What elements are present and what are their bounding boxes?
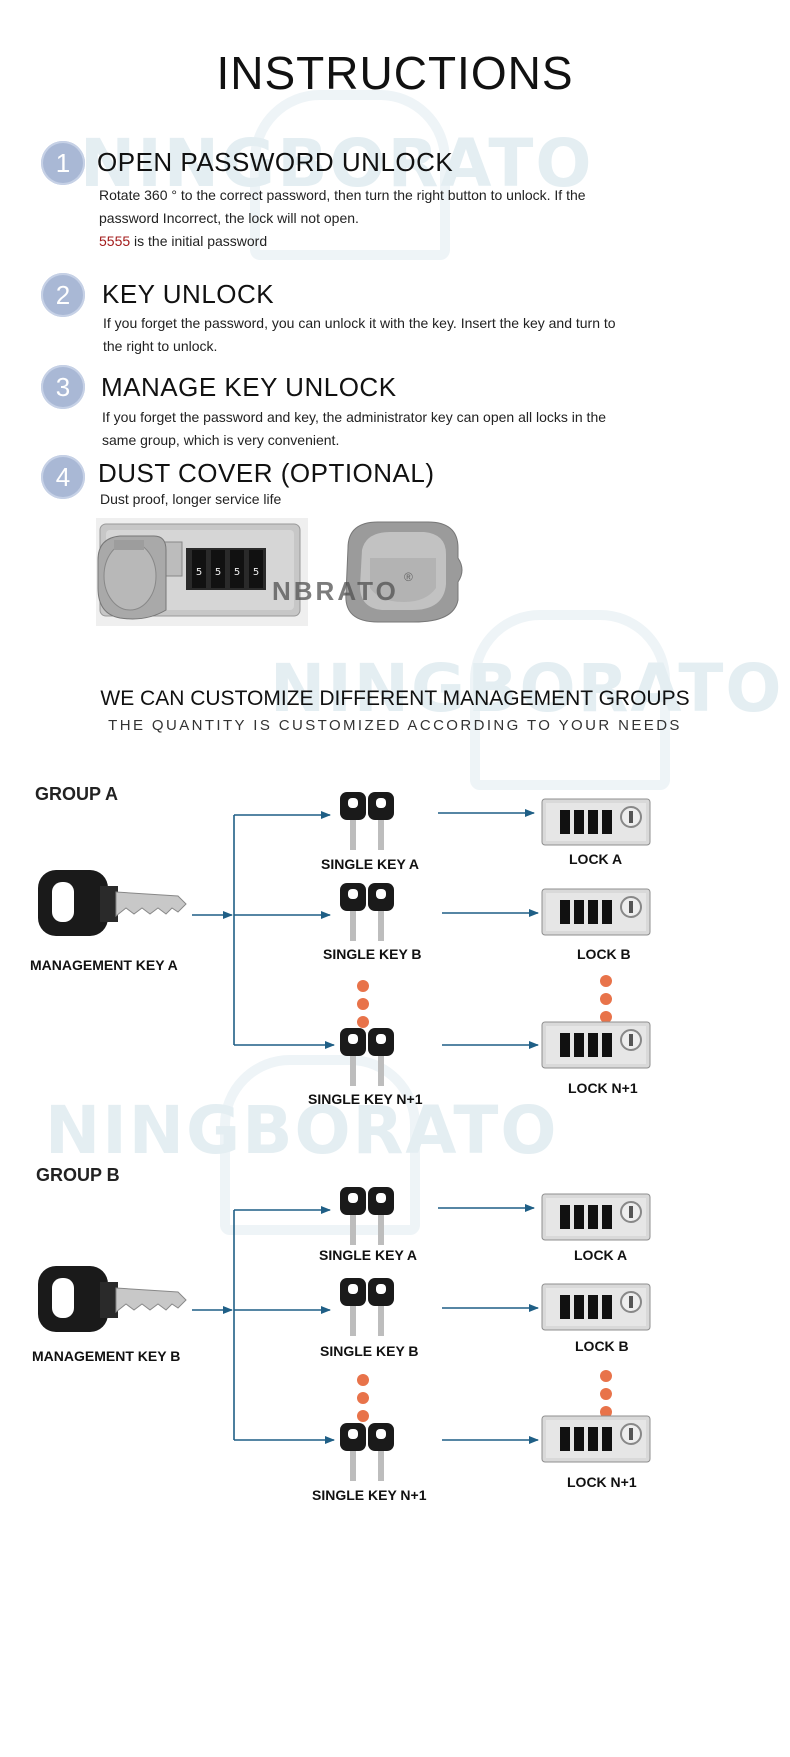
step-description: Rotate 360 ° to the correct password, th… (99, 187, 586, 226)
step-text-3: If you forget the password and key, the … (102, 409, 607, 448)
group-b-title: GROUP B (36, 1165, 120, 1185)
dial-digit: 5 (215, 567, 221, 578)
single-key-label: SINGLE KEY A (321, 856, 420, 872)
dial-digit: 5 (253, 567, 259, 578)
lock-label: LOCK B (575, 1338, 629, 1354)
key-pair-icon (340, 1423, 394, 1481)
step-text-4: Dust proof, longer service life (100, 491, 282, 507)
groups-heading: WE CAN CUSTOMIZE DIFFERENT MANAGEMENT GR… (100, 687, 690, 710)
management-key-a-label: MANAGEMENT KEY A (30, 957, 178, 973)
step-text-2: If you forget the password, you can unlo… (103, 315, 616, 354)
step-title-2: KEY UNLOCK (102, 279, 275, 309)
watermark-lock-shape (220, 1055, 420, 1235)
dial-digit: 5 (196, 567, 202, 578)
step-number-1: 1 (41, 141, 85, 185)
key-pair-icon (340, 1028, 394, 1086)
single-key-label: SINGLE KEY A (319, 1247, 418, 1263)
lock-icon (541, 798, 651, 846)
management-key-b-label: MANAGEMENT KEY B (32, 1348, 181, 1364)
step-title-1: OPEN PASSWORD UNLOCK (97, 147, 454, 177)
lock-label: LOCK B (577, 946, 631, 962)
key-pair-icon (340, 1187, 394, 1245)
lock-label: LOCK N+1 (568, 1080, 638, 1096)
continuation-dots (357, 980, 369, 1034)
lock-label: LOCK N+1 (567, 1474, 637, 1490)
password-note: is the initial password (130, 233, 268, 249)
step-title-3: MANAGE KEY UNLOCK (101, 372, 397, 402)
single-key-label: SINGLE KEY B (323, 946, 422, 962)
step-number-4: 4 (41, 455, 85, 499)
lock-label: LOCK A (569, 851, 623, 867)
initial-password: 5555 (99, 233, 131, 249)
dust-cover-photo (345, 521, 463, 623)
step-title-4: DUST COVER (OPTIONAL) (98, 458, 435, 488)
watermark-text: NINGBORATO (45, 1092, 559, 1169)
management-key-b-icon (38, 1266, 187, 1332)
continuation-dots (357, 1374, 369, 1428)
key-pair-icon (340, 792, 394, 850)
watermark-text: NINGBORATO (270, 650, 784, 727)
single-key-label: SINGLE KEY N+1 (312, 1487, 427, 1503)
key-pair-icon (340, 883, 394, 941)
management-key-a-icon (38, 870, 187, 936)
key-pair-icon (340, 1278, 394, 1336)
lock-icon (541, 1193, 651, 1241)
brand-watermark: NBRATO (272, 576, 399, 606)
continuation-dots (600, 1370, 612, 1424)
groups-subheading: THE QUANTITY IS CUSTOMIZED ACCORDING TO … (108, 717, 682, 734)
lock-icon (541, 1021, 651, 1069)
continuation-dots (600, 975, 612, 1029)
lock-icon (541, 1283, 651, 1331)
page-title: INSTRUCTIONS (216, 47, 574, 99)
single-key-label: SINGLE KEY B (320, 1343, 419, 1359)
lock-icon (541, 1415, 651, 1463)
watermark-text: NINGBORATO (80, 125, 594, 202)
step-number-2: 2 (41, 273, 85, 317)
step-text-1: Rotate 360 ° to the correct password, th… (99, 184, 629, 253)
single-key-label: SINGLE KEY N+1 (308, 1091, 423, 1107)
dial-digit: 5 (234, 567, 240, 578)
registered-mark: ® (404, 570, 413, 584)
lock-with-cover-photo: 5 5 5 5 (96, 518, 308, 626)
watermark-lock-shape (250, 90, 450, 260)
lock-icon (541, 888, 651, 936)
group-a-title: GROUP A (35, 784, 119, 804)
lock-label: LOCK A (574, 1247, 628, 1263)
step-number-3: 3 (41, 365, 85, 409)
watermark-lock-shape (470, 610, 670, 790)
